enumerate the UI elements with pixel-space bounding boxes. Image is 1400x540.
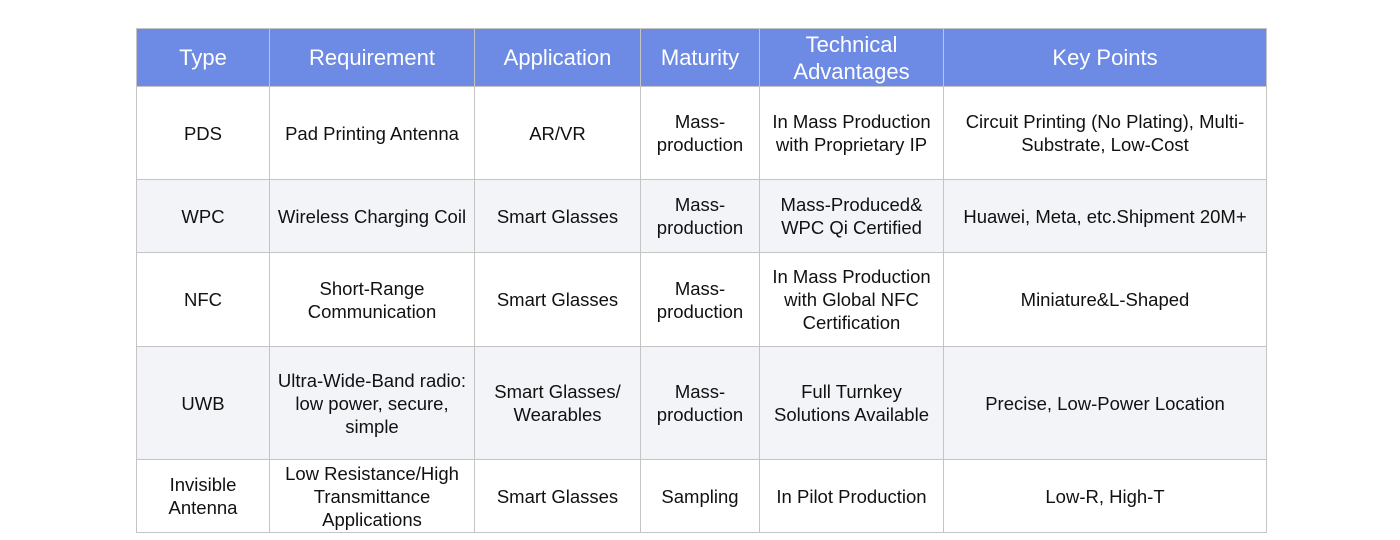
cell-type: WPC bbox=[136, 179, 270, 253]
cell-technical-advantages: In Pilot Production bbox=[759, 459, 944, 533]
header-application: Application bbox=[474, 28, 641, 87]
cell-requirement: Wireless Charging Coil bbox=[269, 179, 475, 253]
table-row: NFC Short-Range Communication Smart Glas… bbox=[136, 252, 1267, 347]
table-row: PDS Pad Printing Antenna AR/VR Mass-prod… bbox=[136, 86, 1267, 180]
cell-technical-advantages: In Mass Production with Global NFC Certi… bbox=[759, 252, 944, 347]
cell-key-points: Low-R, High-T bbox=[943, 459, 1267, 533]
header-maturity: Maturity bbox=[640, 28, 760, 87]
header-technical-advantages: Technical Advantages bbox=[759, 28, 944, 87]
cell-technical-advantages: Full Turnkey Solutions Available bbox=[759, 346, 944, 460]
cell-type: Invisible Antenna bbox=[136, 459, 270, 533]
cell-type: PDS bbox=[136, 86, 270, 180]
cell-application: AR/VR bbox=[474, 86, 641, 180]
cell-application: Smart Glasses/ Wearables bbox=[474, 346, 641, 460]
cell-maturity: Mass-production bbox=[640, 346, 760, 460]
cell-key-points: Miniature&L-Shaped bbox=[943, 252, 1267, 347]
cell-maturity: Mass-production bbox=[640, 252, 760, 347]
cell-maturity: Mass-production bbox=[640, 86, 760, 180]
header-requirement: Requirement bbox=[269, 28, 475, 87]
cell-type: NFC bbox=[136, 252, 270, 347]
header-type: Type bbox=[136, 28, 270, 87]
cell-requirement: Low Resistance/High Transmittance Applic… bbox=[269, 459, 475, 533]
cell-technical-advantages: In Mass Production with Proprietary IP bbox=[759, 86, 944, 180]
cell-application: Smart Glasses bbox=[474, 252, 641, 347]
cell-requirement: Short-Range Communication bbox=[269, 252, 475, 347]
cell-maturity: Sampling bbox=[640, 459, 760, 533]
cell-requirement: Ultra-Wide-Band radio: low power, secure… bbox=[269, 346, 475, 460]
cell-key-points: Huawei, Meta, etc.Shipment 20M+ bbox=[943, 179, 1267, 253]
cell-key-points: Precise, Low-Power Location bbox=[943, 346, 1267, 460]
cell-requirement: Pad Printing Antenna bbox=[269, 86, 475, 180]
table-body: PDS Pad Printing Antenna AR/VR Mass-prod… bbox=[136, 86, 1267, 533]
cell-key-points: Circuit Printing (No Plating), Multi-Sub… bbox=[943, 86, 1267, 180]
cell-application: Smart Glasses bbox=[474, 179, 641, 253]
cell-maturity: Mass-production bbox=[640, 179, 760, 253]
table-row: Invisible Antenna Low Resistance/High Tr… bbox=[136, 459, 1267, 533]
antenna-comparison-table: Type Requirement Application Maturity Te… bbox=[136, 28, 1267, 533]
table-header: Type Requirement Application Maturity Te… bbox=[136, 28, 1267, 87]
table-row: UWB Ultra-Wide-Band radio: low power, se… bbox=[136, 346, 1267, 460]
table-row: WPC Wireless Charging Coil Smart Glasses… bbox=[136, 179, 1267, 253]
cell-technical-advantages: Mass-Produced& WPC Qi Certified bbox=[759, 179, 944, 253]
cell-type: UWB bbox=[136, 346, 270, 460]
header-row: Type Requirement Application Maturity Te… bbox=[136, 28, 1267, 87]
cell-application: Smart Glasses bbox=[474, 459, 641, 533]
header-key-points: Key Points bbox=[943, 28, 1267, 87]
